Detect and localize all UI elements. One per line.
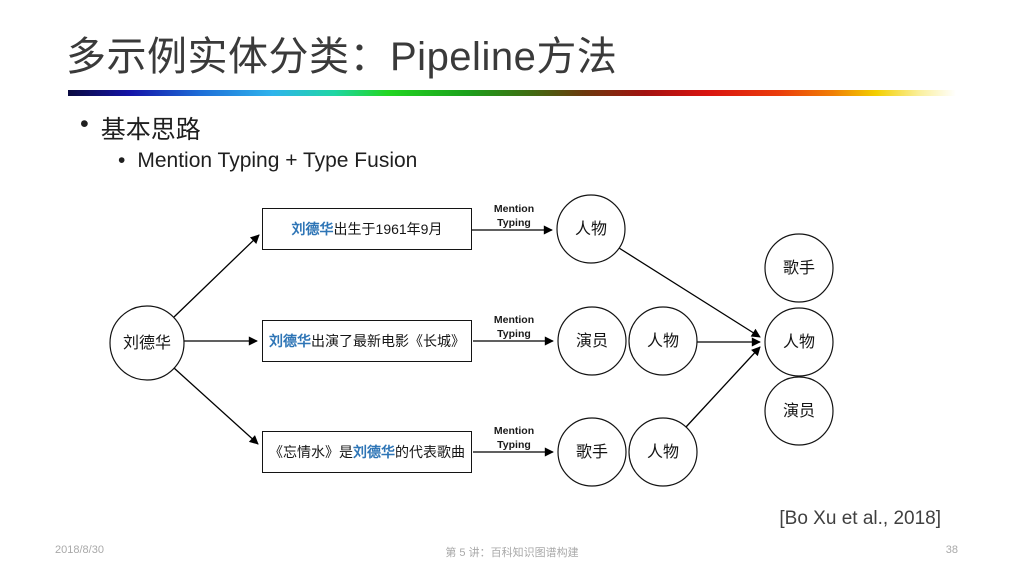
footer-page-number: 38 xyxy=(945,544,958,556)
type-circle-row1-person xyxy=(556,194,626,264)
bullet-marker: • xyxy=(80,110,89,138)
rainbow-divider xyxy=(68,90,956,96)
sentence-1-text: 出生于1961年9月 xyxy=(333,221,443,237)
type-label-row2-person: 人物 xyxy=(647,332,679,350)
bullet-mention-typing-fusion: • Mention Typing + Type Fusion xyxy=(118,149,417,173)
entity-circle-label: 刘德华 xyxy=(123,334,171,352)
sentence-box-3: 《忘情水》是刘德华的代表歌曲 xyxy=(262,431,472,473)
arrow-entity-to-sentence-3 xyxy=(173,367,259,445)
arrow-fusion-from-row3 xyxy=(685,346,761,428)
type-circle-row2-person xyxy=(628,306,698,376)
fused-label-actor: 演员 xyxy=(783,402,815,420)
sentence-3-text-lead: 《忘情水》是 xyxy=(269,444,353,460)
entity-circle xyxy=(109,305,185,381)
slide-title: 多示例实体分类：Pipeline方法 xyxy=(66,35,618,79)
bullet-basic-idea: • 基本思路 xyxy=(80,110,201,146)
fused-circle-person xyxy=(764,307,834,377)
sentence-box-2: 刘德华出演了最新电影《长城》 xyxy=(262,320,472,362)
fused-circle-singer xyxy=(764,233,834,303)
type-label-row1-person: 人物 xyxy=(575,220,607,238)
mention-typing-label-3-line2: Typing xyxy=(497,439,531,451)
bullet-marker: • xyxy=(118,149,126,172)
type-label-row3-person: 人物 xyxy=(647,443,679,461)
type-circle-row3-singer xyxy=(557,417,627,487)
type-circle-row2-actor xyxy=(557,306,627,376)
type-circle-row3-person xyxy=(628,417,698,487)
entity-mention-highlight: 刘德华 xyxy=(269,333,311,349)
type-label-row3-singer: 歌手 xyxy=(576,443,608,461)
footer-lecture-title: 第 5 讲：百科知识图谱构建 xyxy=(445,547,579,559)
mention-typing-label-3-line1: Mention xyxy=(494,425,534,437)
type-label-row2-actor: 演员 xyxy=(576,332,608,350)
mention-typing-label-2-line1: Mention xyxy=(494,314,534,326)
bullet-mention-typing-fusion-label: Mention Typing + Type Fusion xyxy=(137,149,418,172)
sentence-box-1: 刘德华出生于1961年9月 xyxy=(262,208,472,250)
arrow-fusion-from-row1 xyxy=(618,247,761,338)
bullet-basic-idea-label: 基本思路 xyxy=(100,116,201,144)
sentence-2-text: 出演了最新电影《长城》 xyxy=(311,333,465,349)
fused-circle-actor xyxy=(764,376,834,446)
arrow-entity-to-sentence-1 xyxy=(173,234,260,318)
entity-mention-highlight: 刘德华 xyxy=(291,221,334,237)
slide-footer: 2018/8/30 第 5 讲：百科知识图谱构建 38 xyxy=(0,544,1024,564)
mention-typing-label-2-line2: Typing xyxy=(497,328,531,340)
citation: [Bo Xu et al., 2018] xyxy=(779,508,941,529)
sentence-3-text-tail: 的代表歌曲 xyxy=(395,444,465,460)
mention-typing-label-1-line2: Typing xyxy=(497,217,531,229)
mention-typing-label-1-line1: Mention xyxy=(494,203,534,215)
entity-mention-highlight: 刘德华 xyxy=(353,444,395,460)
footer-date: 2018/8/30 xyxy=(55,544,104,556)
fused-label-singer: 歌手 xyxy=(783,259,815,277)
fused-label-person: 人物 xyxy=(783,333,815,351)
